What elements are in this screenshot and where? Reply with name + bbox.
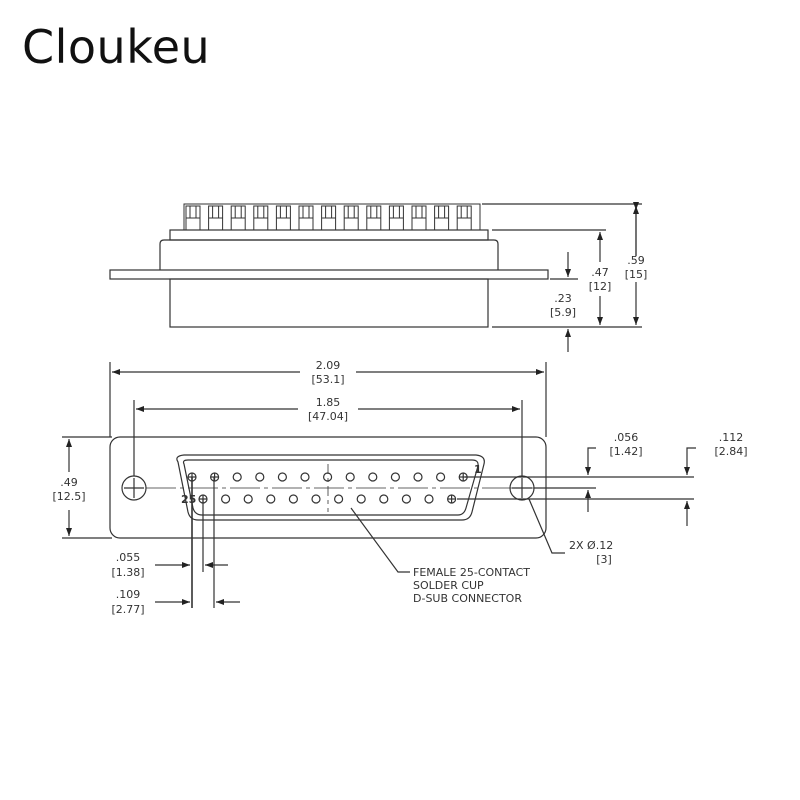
dim-row-offset-mm: [1.42] [609, 445, 642, 458]
connector-leader [350, 507, 410, 573]
dim-overall-height-in: .59 [627, 254, 645, 267]
d-shell-inner [182, 459, 479, 516]
contact-pin [323, 472, 333, 482]
pin-label-1: 1 [474, 463, 482, 476]
contact-pin [288, 494, 298, 504]
hole-callout-text: 2X Ø.12 [569, 539, 613, 552]
dim-body-height-mm: [12] [589, 280, 612, 293]
flange [109, 269, 549, 280]
dim-body-height-in: .47 [591, 266, 609, 279]
contact-pin [334, 494, 344, 504]
front-view: 1 25 2.09 [53.1] 1.85 [47.04] .49 [12.5]… [52, 359, 747, 616]
contact-pin [300, 472, 310, 482]
contact-pin [277, 472, 287, 482]
contact-pin [221, 494, 231, 504]
hole-leader [528, 498, 565, 554]
contact-pin [345, 472, 355, 482]
dim-hole-spacing-mm: [47.04] [308, 410, 348, 423]
diameter-symbol: Ø [587, 539, 596, 552]
hole-dia-mm: [3] [596, 553, 612, 566]
front-shell [169, 278, 489, 328]
dim-overall-width-in: 2.09 [316, 359, 341, 372]
brand-title: Cloukeu [22, 20, 211, 74]
dim-pin-stagger-mm: [1.38] [111, 566, 144, 579]
dim-row-spacing-mm: [2.84] [714, 445, 747, 458]
dim-pin-stagger-in: .055 [116, 551, 141, 564]
dim-hole-spacing-in: 1.85 [316, 396, 341, 409]
dim-flange-height-mm: [12.5] [52, 490, 85, 503]
dim-row-offset-in: .056 [614, 431, 639, 444]
hole-qty: 2X [569, 539, 584, 552]
side-view: .59 [15] .47 [12] .23 [5.9] [109, 202, 648, 352]
contact-pin [266, 494, 276, 504]
contact-pin [243, 494, 253, 504]
contact-pin [401, 494, 411, 504]
callout-line-1: FEMALE 25-CONTACT [413, 566, 530, 579]
contact-pin [368, 472, 378, 482]
contact-pin [379, 494, 389, 504]
callout-line-2: SOLDER CUP [413, 579, 484, 592]
dim-overall-height-mm: [15] [625, 268, 648, 281]
contact-pin [424, 494, 434, 504]
hole-dia-in: .12 [596, 539, 614, 552]
rear-shell [159, 239, 499, 270]
contact-pin [232, 472, 242, 482]
dim-flange-height-in: .49 [60, 476, 78, 489]
contact-pin [436, 472, 446, 482]
contact-pin [356, 494, 366, 504]
d-shell-outer [176, 454, 485, 521]
dim-flange-face-mm: [5.9] [550, 306, 576, 319]
dim-row-spacing-in: .112 [719, 431, 744, 444]
contact-pin [255, 472, 265, 482]
dim-pin-pitch-in: .109 [116, 588, 141, 601]
contact-pin [390, 472, 400, 482]
contact-pin [413, 472, 423, 482]
callout-line-3: D-SUB CONNECTOR [413, 592, 522, 605]
insulator-step [169, 229, 489, 241]
solder-cups [183, 203, 481, 231]
dim-overall-width-mm: [53.1] [311, 373, 344, 386]
dim-pin-pitch-mm: [2.77] [111, 603, 144, 616]
dim-flange-face-in: .23 [554, 292, 572, 305]
pin-label-25: 25 [181, 493, 196, 506]
contact-pin [311, 494, 321, 504]
